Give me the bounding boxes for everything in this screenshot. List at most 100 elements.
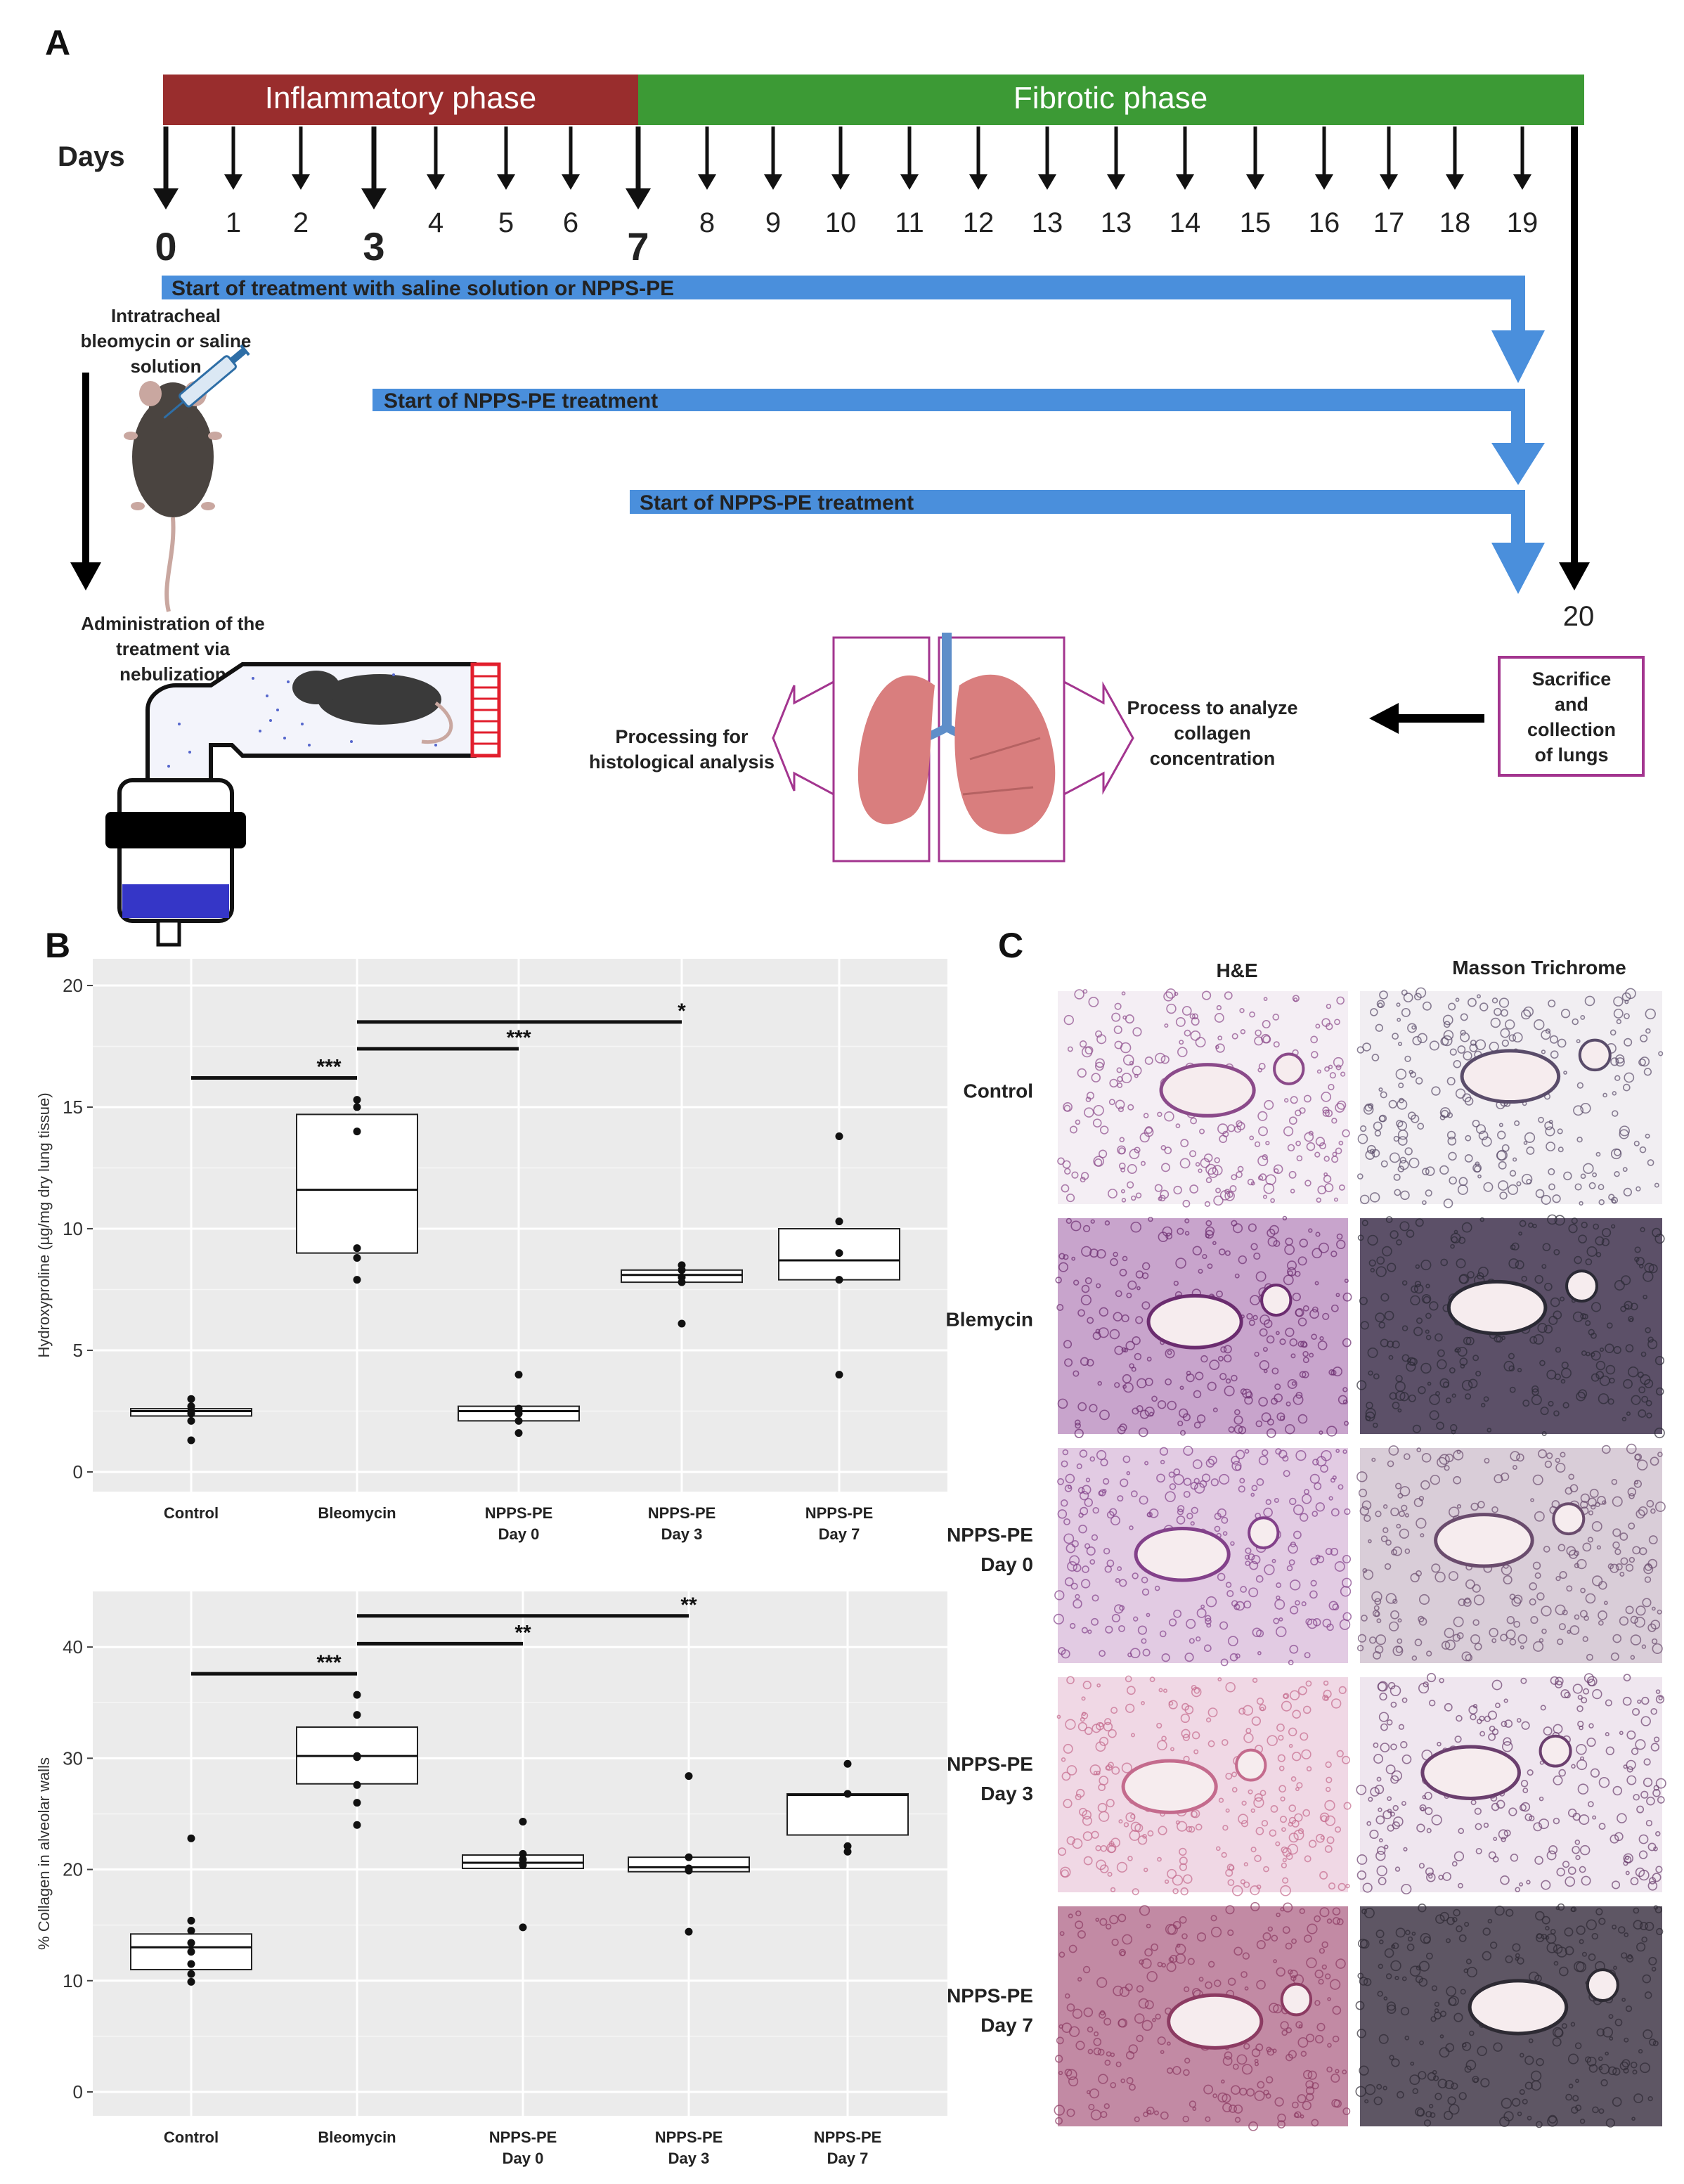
tissue-texture [1583, 1688, 1590, 1695]
tissue-texture [1205, 1177, 1212, 1184]
tissue-texture [1368, 1103, 1374, 1109]
tissue-texture [1598, 2108, 1605, 2114]
tissue-texture [1382, 1504, 1388, 1509]
tissue-texture [1281, 1827, 1286, 1833]
tissue-texture [1087, 1317, 1094, 1324]
tissue-texture [1234, 1409, 1241, 1416]
tissue-texture [1134, 1073, 1139, 1078]
tissue-texture [1190, 1030, 1201, 1041]
day-label: 10 [825, 207, 857, 238]
airway [1586, 1968, 1619, 2003]
tissue-texture [1650, 1743, 1659, 1752]
tissue-texture [1328, 1083, 1335, 1091]
tissue-texture [1638, 1506, 1648, 1516]
tissue-texture [1250, 1885, 1260, 1896]
treatment-arrow-3: Start of NPPS-PE treatment [630, 490, 1545, 594]
data-point [514, 1416, 523, 1425]
tissue-texture [1276, 1967, 1285, 1977]
tissue-texture [1392, 1646, 1404, 1657]
tissue-texture [1418, 2071, 1427, 2080]
tissue-texture [1104, 2060, 1111, 2066]
tissue-texture [1123, 1822, 1129, 1828]
tissue-texture [1579, 1201, 1583, 1206]
tissue-texture [1592, 1815, 1597, 1820]
tissue-texture [1231, 1771, 1238, 1778]
tissue-texture [1095, 1058, 1105, 1068]
tissue-texture [1624, 1013, 1630, 1019]
tissue-texture [1099, 1864, 1109, 1873]
tissue-texture [1621, 1416, 1627, 1422]
tissue-texture [1146, 1357, 1152, 1362]
tissue-texture [1116, 1067, 1122, 1073]
tissue-texture [1254, 1793, 1263, 1802]
tissue-texture [1613, 996, 1624, 1007]
tissue-texture [1413, 1498, 1423, 1507]
tissue-texture [1279, 1816, 1288, 1823]
tissue-texture [1303, 2069, 1313, 2079]
tissue-texture [1238, 1255, 1247, 1265]
tissue-texture [1513, 1032, 1523, 1043]
tissue-texture [1494, 1474, 1503, 1484]
tissue-texture [1140, 1161, 1146, 1166]
tissue-texture [1478, 1130, 1489, 1141]
tissue-texture [1132, 1027, 1142, 1037]
tissue-texture [1451, 1861, 1458, 1867]
tissue-texture [1319, 1142, 1326, 1150]
tissue-texture [1207, 1456, 1217, 1465]
treatment-2-label: Start of NPPS-PE treatment [384, 389, 658, 413]
tissue-texture [1425, 1189, 1432, 1197]
tissue-texture [1393, 1816, 1404, 1827]
tissue-texture [1327, 2043, 1332, 2048]
tissue-texture [1311, 1333, 1317, 1340]
tissue-texture [1278, 1765, 1285, 1771]
tissue-texture [1075, 1119, 1081, 1125]
tissue-texture [1082, 1831, 1093, 1842]
tissue-texture [1579, 1866, 1586, 1873]
tissue-texture [1613, 1008, 1624, 1019]
tissue-texture [1515, 1260, 1524, 1269]
tissue-texture [1058, 2070, 1063, 2076]
tissue-texture [1560, 1378, 1566, 1384]
tissue-texture [1356, 1854, 1368, 1865]
tissue-texture [1224, 991, 1233, 1000]
tissue-texture [1539, 1818, 1550, 1830]
tissue-texture [1406, 1229, 1415, 1238]
tissue-texture [1315, 1023, 1321, 1029]
tissue-texture [1200, 1355, 1208, 1363]
tissue-texture [1263, 1866, 1269, 1873]
tissue-texture [1294, 1271, 1301, 1277]
tissue-texture [1603, 1601, 1608, 1605]
histology-processing-text: Processing for histological analysis [589, 726, 775, 773]
y-tick-label: 20 [63, 975, 83, 996]
tissue-texture [1654, 1427, 1665, 1439]
tissue-texture [1463, 1051, 1472, 1061]
tissue-texture [1555, 1680, 1563, 1688]
tissue-texture [1458, 1236, 1466, 1244]
tissue-texture [1180, 1887, 1188, 1896]
tissue-texture [1243, 1862, 1248, 1867]
tissue-texture [1321, 1092, 1332, 1102]
tissue-texture [1491, 1802, 1500, 1811]
tissue-texture [1212, 1407, 1218, 1413]
tissue-texture [1439, 2034, 1444, 2038]
tissue-texture [1058, 1951, 1066, 1958]
tissue-texture [1387, 1796, 1392, 1802]
tissue-texture [1222, 1531, 1228, 1536]
data-point [678, 1319, 686, 1328]
tissue-texture [1175, 1258, 1186, 1269]
tissue-texture [1168, 1471, 1175, 1478]
tissue-texture [1080, 1506, 1089, 1516]
tissue-texture [1299, 1107, 1306, 1114]
tissue-texture [1137, 1625, 1148, 1635]
tissue-texture [1109, 1329, 1120, 1340]
tissue-texture [1110, 1258, 1118, 1267]
tissue-texture [1305, 2034, 1315, 2043]
tissue-texture [1075, 2041, 1085, 2050]
airway [1578, 1038, 1612, 1072]
tissue-texture [1489, 1941, 1498, 1949]
day-tick-head [698, 174, 716, 190]
tissue-texture [1090, 1219, 1095, 1224]
tissue-texture [1460, 1029, 1466, 1036]
tissue-texture [1640, 1227, 1645, 1232]
